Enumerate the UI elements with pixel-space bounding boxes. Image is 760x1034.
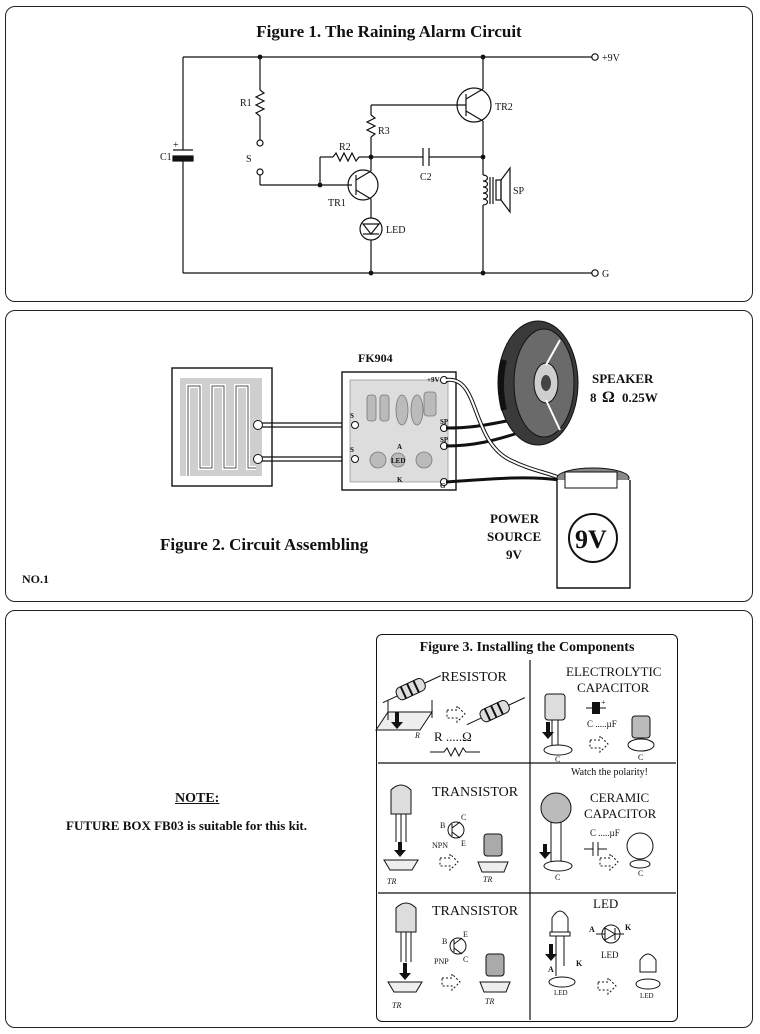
pnp-b: B <box>442 937 447 946</box>
speaker-spec-w: 0.25W <box>622 390 658 405</box>
pnp-mark: TR <box>392 1001 401 1010</box>
npn-mark-2: TR <box>483 875 492 884</box>
resistor-title: RESISTOR <box>441 670 508 685</box>
npn-title: TRANSISTOR <box>432 785 519 800</box>
pcb-mark-g: G <box>440 482 446 490</box>
electrolytic-title1: ELECTROLYTIC <box>566 664 661 679</box>
npn-b: B <box>440 821 445 830</box>
npn-c: C <box>461 813 466 822</box>
pnp-mark-2: TR <box>485 997 494 1006</box>
led-mark-2: LED <box>640 992 654 1000</box>
transistor-pnp-cell: TR B E C PNP TR TRANSISTOR <box>387 902 519 1010</box>
ceramic-title2: CAPACITOR <box>584 806 657 821</box>
led-a-symbol: A <box>589 925 595 934</box>
pnp-title: TRANSISTOR <box>432 904 519 919</box>
pcb-mark-9v: +9V <box>427 376 440 384</box>
figure1-panel <box>5 6 753 302</box>
pcb-mark-s1: S <box>350 412 354 420</box>
pcb-mark-led: LED <box>391 457 405 465</box>
page-number: NO.1 <box>22 572 49 586</box>
rain-sensor <box>171 367 273 487</box>
label-r3: R3 <box>378 126 390 137</box>
label-plus-9v: +9V <box>602 53 621 64</box>
speaker-spec-symbol: Ω <box>602 389 615 406</box>
figure2-title: Figure 2. Circuit Assembling <box>160 535 369 554</box>
ceramic-cell: C C CERAMIC CAPACITOR C .....µF <box>540 790 657 882</box>
resistor-symbol-text: R .....Ω <box>434 729 472 744</box>
electrolytic-mark-2: C <box>638 753 643 762</box>
electrolytic-title2: CAPACITOR <box>577 680 650 695</box>
ceramic-title1: CERAMIC <box>590 790 649 805</box>
electrolytic-polarity: Watch the polarity! <box>571 767 648 778</box>
pcb-board: S S +9V SP SP G A K LED <box>341 371 457 491</box>
speaker <box>497 320 579 446</box>
battery-9v <box>556 467 631 589</box>
figure1-title: Figure 1. The Raining Alarm Circuit <box>256 22 522 41</box>
label-c2: C2 <box>420 172 432 183</box>
battery-label: 9V <box>575 525 607 554</box>
label-tr1: TR1 <box>328 198 346 209</box>
transistor-npn-cell: TR B C E NPN TR TRANSISTOR <box>383 784 519 886</box>
electrolytic-symbol-text: C .....µF <box>587 719 617 729</box>
electrolytic-mark: C <box>555 755 560 764</box>
power-line2: SOURCE <box>487 529 541 544</box>
label-sp: SP <box>513 186 525 197</box>
ceramic-mark-2: C <box>638 869 643 878</box>
electrolytic-plus: + <box>601 698 606 707</box>
assembly-diagram: S S +9V SP SP G A K LED FK904 SPEAK <box>171 320 658 589</box>
resistor-cell: R RESISTOR R .....Ω <box>375 670 526 758</box>
npn-e: E <box>461 839 466 848</box>
label-ground: G <box>602 269 609 280</box>
label-s: S <box>246 154 252 165</box>
led-mark: LED <box>554 989 568 997</box>
label-r2: R2 <box>339 142 351 153</box>
board-label: FK904 <box>358 351 393 365</box>
ceramic-mark: C <box>555 873 560 882</box>
pcb-mark-sp2: SP <box>440 436 449 444</box>
ceramic-symbol-text: C .....µF <box>590 828 620 838</box>
note-text: FUTURE BOX FB03 is suitable for this kit… <box>66 818 308 833</box>
led-title: LED <box>593 896 618 911</box>
label-c1: C1 <box>160 152 172 163</box>
power-line1: POWER <box>490 511 540 526</box>
figure3-box <box>376 634 678 1022</box>
electrolytic-cell: C + C ELECTROLYTIC CAPACITOR C .....µF W… <box>543 664 661 778</box>
power-line3: 9V <box>506 547 523 562</box>
figure3-title: Figure 3. Installing the Components <box>419 640 635 655</box>
speaker-label: SPEAKER <box>592 371 654 386</box>
led-a-left: A <box>548 965 554 974</box>
pcb-mark-sp1: SP <box>440 418 449 426</box>
figure3-panel <box>5 610 753 1028</box>
pnp-type: PNP <box>434 957 449 966</box>
pnp-c: C <box>463 955 468 964</box>
npn-mark: TR <box>387 877 396 886</box>
label-r1: R1 <box>240 98 252 109</box>
led-symbol-label: LED <box>601 950 619 960</box>
led-k-left: K <box>576 959 583 968</box>
note-heading: NOTE: <box>175 791 220 806</box>
resistor-mark: R <box>414 731 420 740</box>
pnp-e: E <box>463 930 468 939</box>
led-k-symbol: K <box>625 923 632 932</box>
label-c1-plus: + <box>173 140 179 151</box>
circuit-schematic: +9V G R1 S C1 + R3 R2 C2 TR1 TR2 LED SP <box>160 53 621 280</box>
led-cell: LED A K A K LED LED LED <box>548 896 661 1000</box>
pcb-mark-s2: S <box>350 446 354 454</box>
label-tr2: TR2 <box>495 102 513 113</box>
npn-type: NPN <box>432 841 448 850</box>
speaker-spec-ohm: 8 <box>590 390 597 405</box>
pcb-mark-a: A <box>397 443 402 451</box>
label-led: LED <box>386 225 405 236</box>
pcb-mark-k: K <box>397 476 403 484</box>
